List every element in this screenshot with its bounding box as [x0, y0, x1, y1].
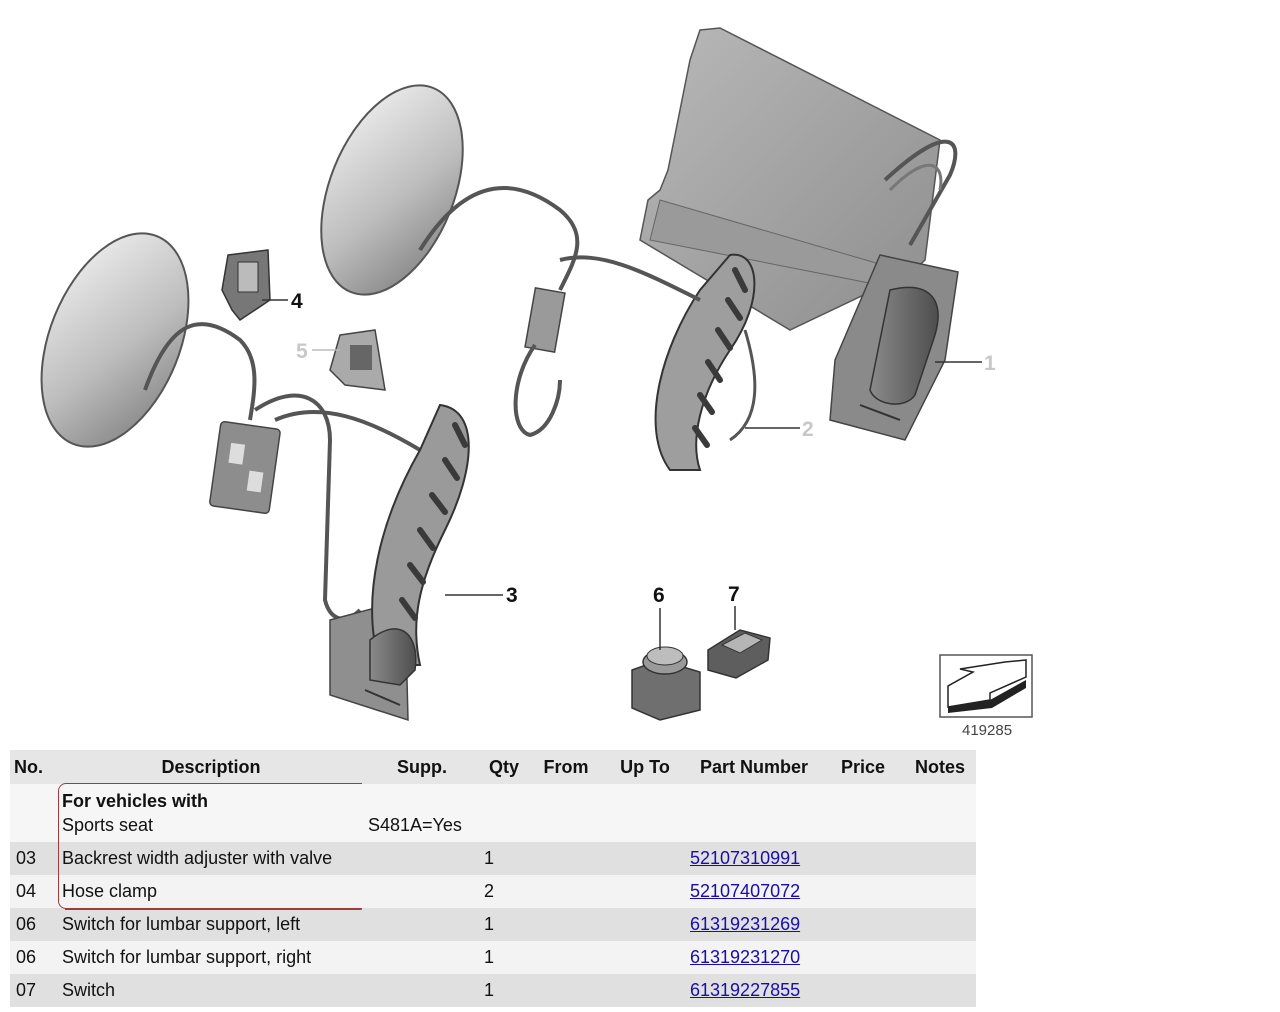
table-row: 04 Hose clamp 2 52107407072 [10, 875, 976, 908]
row-qty: 1 [480, 974, 528, 1007]
table-row: 07 Switch 1 61319227855 [10, 974, 976, 1007]
group-title: For vehicles with [62, 791, 209, 811]
row-description: Switch for lumbar support, left [58, 908, 364, 941]
row-qty: 2 [480, 875, 528, 908]
direction-arrow-icon [939, 654, 1033, 718]
part-number-link[interactable]: 52107407072 [690, 881, 801, 901]
leader-lines [262, 299, 982, 650]
clip-4 [221, 249, 271, 322]
table-row: 06 Switch for lumbar support, right 1 61… [10, 941, 976, 974]
row-description: Hose clamp [58, 875, 364, 908]
rocker-switch-7 [707, 629, 771, 679]
parts-table: No. Description Supp. Qty From Up To Par… [10, 750, 976, 1007]
header-qty: Qty [480, 750, 528, 784]
row-no: 06 [10, 908, 58, 941]
part-number-link[interactable]: 61319231269 [690, 914, 801, 934]
part-number-link[interactable]: 52107310991 [690, 848, 801, 868]
row-description: Switch [58, 974, 364, 1007]
callout-6: 6 [653, 584, 665, 607]
row-no: 04 [10, 875, 58, 908]
row-qty: 1 [480, 908, 528, 941]
header-from: From [528, 750, 604, 784]
group-row: For vehicles with Sports seat S481A=Yes [10, 784, 976, 842]
header-no: No. [10, 750, 58, 784]
callout-5: 5 [296, 340, 308, 363]
header-supp: Supp. [364, 750, 480, 784]
backrest-plate-assembly [639, 27, 959, 441]
group-supp: S481A=Yes [364, 784, 480, 842]
header-part-number: Part Number [686, 750, 822, 784]
lower-cushion [40, 232, 422, 621]
part-number-link[interactable]: 61319227855 [690, 980, 801, 1000]
header-notes: Notes [904, 750, 976, 784]
table-header-row: No. Description Supp. Qty From Up To Par… [10, 750, 976, 784]
group-supp-value: S481A=Yes [368, 814, 462, 835]
parts-diagram: 1 2 3 4 5 6 7 419285 [40, 27, 1033, 739]
table-row: 03 Backrest width adjuster with valve 1 … [10, 842, 976, 875]
upper-cushion [320, 84, 701, 438]
callout-3: 3 [506, 584, 518, 607]
adjuster-strip-2 [654, 253, 757, 471]
group-description: For vehicles with Sports seat [58, 784, 364, 842]
row-no: 06 [10, 941, 58, 974]
rotary-switch-6 [631, 646, 701, 721]
row-no: 07 [10, 974, 58, 1007]
header-up-to: Up To [604, 750, 686, 784]
group-subtitle: Sports seat [62, 815, 154, 835]
header-description: Description [58, 750, 364, 784]
header-price: Price [822, 750, 904, 784]
row-description: Backrest width adjuster with valve [58, 842, 364, 875]
callout-2: 2 [802, 418, 814, 441]
adjuster-strip-3 [329, 403, 470, 722]
callout-7: 7 [728, 583, 740, 606]
row-qty: 1 [480, 941, 528, 974]
diagram-reference-number: 419285 [962, 722, 1012, 739]
row-description: Switch for lumbar support, right [58, 941, 364, 974]
row-no: 03 [10, 842, 58, 875]
bracket-5 [329, 329, 386, 391]
part-number-link[interactable]: 61319231270 [690, 947, 801, 967]
callout-4: 4 [291, 290, 303, 313]
callout-1: 1 [984, 352, 996, 375]
table-row: 06 Switch for lumbar support, left 1 613… [10, 908, 976, 941]
row-qty: 1 [480, 842, 528, 875]
